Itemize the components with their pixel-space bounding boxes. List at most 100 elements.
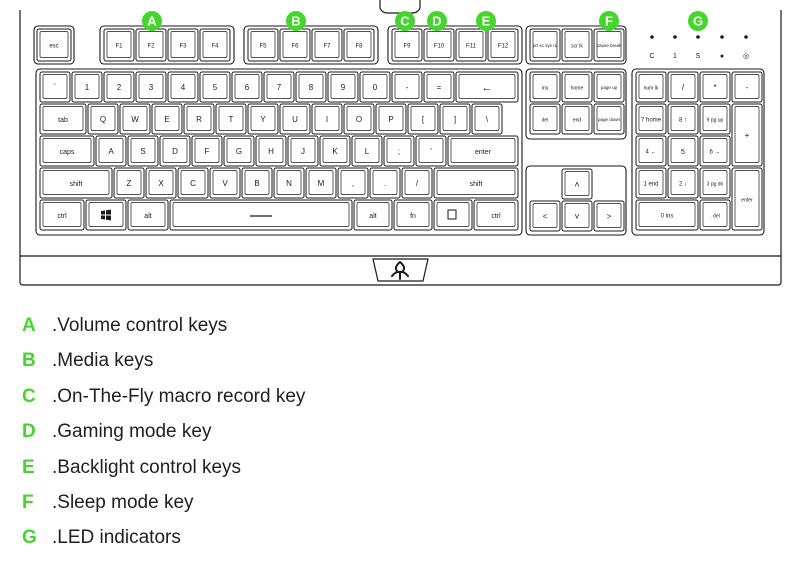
key-kp-7: 7 home — [635, 103, 667, 135]
callout-c: C — [395, 11, 415, 31]
key-label: 0 ins — [661, 214, 674, 220]
key-d: D — [159, 135, 191, 167]
legend-letter: B — [22, 350, 36, 372]
key-label: 4 ← — [645, 150, 656, 156]
key-9: 8 — [295, 71, 327, 103]
key-f11: F11 — [455, 28, 487, 62]
key-label: 1 — [85, 83, 90, 92]
key-10: 9 — [327, 71, 359, 103]
key-6: 5 — [199, 71, 231, 103]
key-n: N — [273, 167, 305, 199]
key-label: + — [745, 131, 750, 140]
key-5: 4 — [167, 71, 199, 103]
key-label: alt — [369, 213, 376, 220]
key-label: [ — [422, 115, 425, 124]
key-label: C — [190, 179, 196, 188]
callout-badge — [476, 11, 496, 31]
key-backspace: ← — [455, 71, 519, 103]
key-label: esc — [49, 44, 58, 50]
legend-text: On-The-Fly macro record key — [57, 385, 306, 407]
key-kp-3: 3 pg dn — [699, 167, 731, 199]
key-kp-plus: + — [731, 103, 763, 167]
callout-f: F — [599, 11, 619, 31]
key-f3: F3 — [167, 28, 199, 62]
key-v: V — [209, 167, 241, 199]
led-label: C — [649, 53, 654, 60]
key-label: R — [196, 115, 202, 124]
key-label: enter — [475, 149, 492, 156]
key-label: alt — [144, 213, 151, 220]
legend-item-e: E.Backlight control keys — [22, 455, 305, 490]
key-label: \ — [486, 115, 489, 124]
key-label: / — [416, 179, 419, 188]
f9-f12-group — [387, 25, 523, 65]
key-f5: F5 — [247, 28, 279, 62]
key-j: J — [287, 135, 319, 167]
key-q: Q — [87, 103, 119, 135]
key-label: F1 — [115, 44, 123, 50]
led-label: S — [696, 53, 701, 60]
esc-group — [33, 25, 75, 65]
key-4: 3 — [135, 71, 167, 103]
key-label: Y — [260, 115, 266, 124]
key-label: end — [573, 117, 582, 123]
key-label: P — [388, 115, 393, 124]
key-kp-8: 8 ↑ — [667, 103, 699, 135]
key-home: home — [561, 71, 593, 103]
key-label: A — [108, 147, 114, 156]
key-label: Z — [127, 179, 132, 188]
key-f1: F1 — [103, 28, 135, 62]
legend-letter: G — [22, 527, 37, 549]
callout-b: B — [286, 11, 306, 31]
key-label: J — [301, 147, 305, 156]
key-kp-multiply: * — [699, 71, 731, 103]
key-c: C — [177, 167, 209, 199]
legend-item-a: A.Volume control keys — [22, 313, 305, 348]
key-11: 0 — [359, 71, 391, 103]
key-kp-6: 6 → — [699, 135, 731, 167]
legend-text: Media keys — [57, 350, 154, 372]
key-label: U — [292, 115, 298, 124]
key-label: O — [356, 115, 362, 124]
key-label: 5 — [681, 149, 685, 156]
key-7: 6 — [231, 71, 263, 103]
key-label: pause break — [597, 43, 623, 48]
key-m: M — [305, 167, 337, 199]
key-right-alt: alt — [353, 199, 393, 231]
legend-item-g: G.LED indicators — [22, 525, 305, 560]
key-label: 9 — [341, 83, 346, 92]
key-right-shift: shift — [433, 167, 519, 199]
key-p: P — [375, 103, 407, 135]
callout-letter: F — [605, 13, 613, 28]
key-left-alt: alt — [127, 199, 169, 231]
key-arrow-left: < — [529, 200, 561, 232]
key-kp-enter: enter — [731, 167, 763, 231]
key-label: ctrl — [57, 213, 67, 220]
legend-text: Gaming mode key — [57, 421, 212, 443]
key-label: F4 — [211, 44, 219, 50]
key-label: 5 — [213, 83, 218, 92]
razer-logo-plate — [372, 258, 429, 282]
key-label: 3 pg dn — [707, 181, 724, 187]
legend-list: A.Volume control keys B.Media keys C.On-… — [22, 313, 305, 561]
key-label: F3 — [179, 44, 187, 50]
key-label: F11 — [466, 44, 477, 50]
callout-badge — [688, 11, 708, 31]
legend-item-f: F.Sleep mode key — [22, 490, 305, 525]
key-label: 6 — [245, 83, 250, 92]
key-13: = — [423, 71, 455, 103]
menu-icon — [447, 209, 457, 220]
key-kp-minus: - — [731, 71, 763, 103]
key-arrow-right: > — [593, 200, 625, 232]
callout-badge — [395, 11, 415, 31]
key-label: ` — [54, 83, 57, 92]
key-label: T — [229, 115, 234, 124]
legend-letter: C — [22, 385, 36, 407]
legend-letter: F — [22, 491, 34, 513]
key-label: ins — [542, 85, 549, 91]
main-keys-group — [35, 68, 523, 236]
key-r: R — [183, 103, 215, 135]
f1-f4-group — [99, 25, 235, 65]
key-label: fn — [410, 213, 416, 220]
